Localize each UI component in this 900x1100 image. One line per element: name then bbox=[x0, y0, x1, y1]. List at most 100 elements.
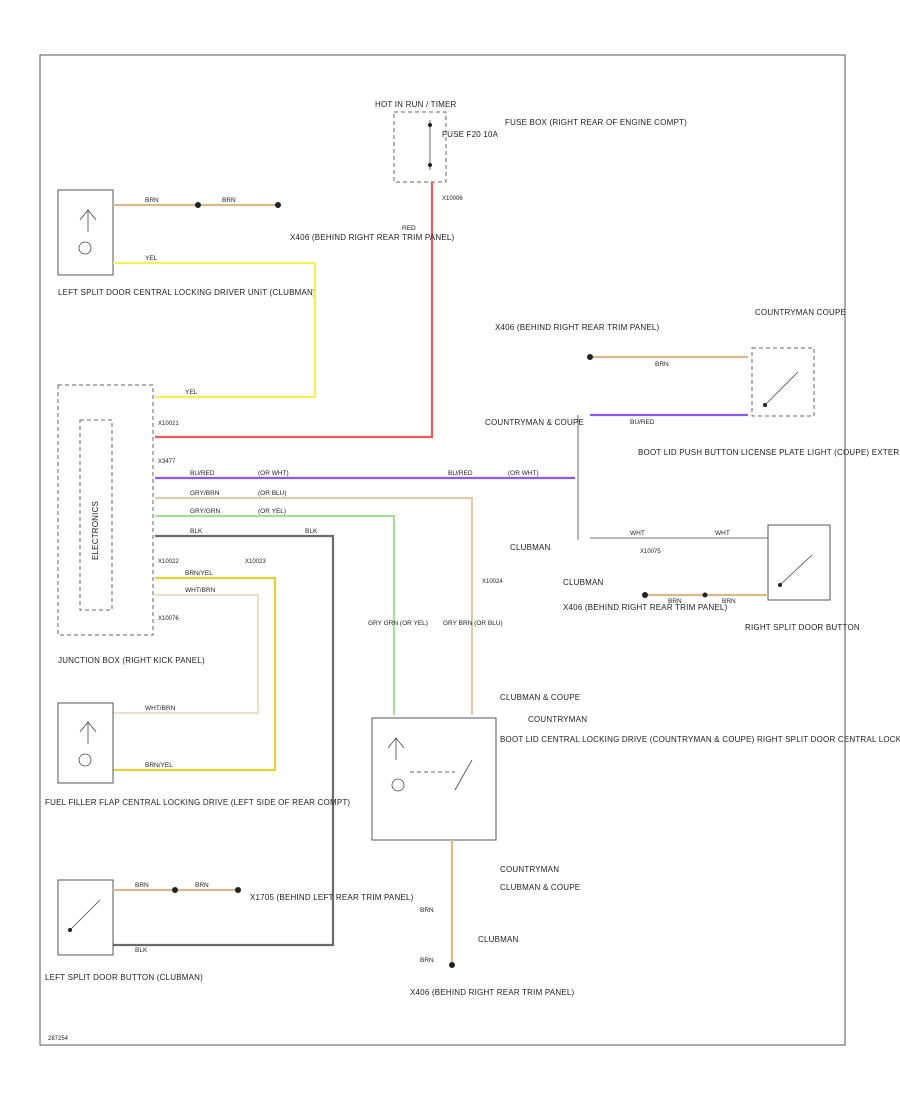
fuel-filler-drive-box bbox=[57, 702, 114, 784]
wire-label-yel-1: YEL bbox=[145, 255, 158, 262]
wire-label-brn-2: BRN bbox=[222, 197, 236, 204]
connector-x406-mid bbox=[587, 354, 593, 360]
wire-label-or-blu: (OR BLU) bbox=[258, 490, 287, 497]
wire-wht-brn bbox=[113, 593, 260, 715]
diagram-frame bbox=[39, 54, 846, 1046]
wire-label-bu-red-1: BU/RED bbox=[190, 470, 215, 477]
motor-ground-icon bbox=[78, 753, 92, 767]
switch-symbol-icon bbox=[454, 759, 473, 791]
switch-pivot-icon bbox=[778, 583, 782, 587]
wire-label-brn-8: BRN bbox=[420, 907, 434, 914]
wire-label-brn-yel-1: BRN/YEL bbox=[185, 570, 213, 577]
switch-symbol-icon bbox=[69, 899, 101, 931]
connector-x406-right-split bbox=[642, 592, 648, 598]
fuse-terminal-bottom bbox=[428, 163, 432, 167]
junction-box-label: JUNCTION BOX (RIGHT KICK PANEL) bbox=[58, 656, 205, 665]
variant-countryman-a: COUNTRYMAN bbox=[528, 715, 587, 724]
wire-label-brn-1: BRN bbox=[145, 197, 159, 204]
left-split-door-drive-box bbox=[57, 189, 114, 276]
wire-label-or-wht-2: (OR WHT) bbox=[508, 470, 539, 477]
splice-x10006: X10006 bbox=[442, 196, 463, 202]
motor-symbol-icon bbox=[79, 721, 97, 744]
wire-label-gry-brn: GRY/BRN bbox=[190, 490, 220, 497]
connector-pin bbox=[195, 202, 201, 208]
variant-clubman-mid: CLUBMAN bbox=[510, 543, 551, 552]
wire-label-gry-grn-vert: GRY GRN (OR YEL) bbox=[368, 620, 428, 627]
splice-x10076: X10076 bbox=[158, 616, 179, 622]
junction-box-electronics bbox=[79, 419, 113, 611]
motor-ground-icon bbox=[78, 241, 92, 255]
connector-x406-top bbox=[275, 202, 281, 208]
junction-box-inner-label: ELECTRONICS bbox=[91, 501, 100, 560]
wire-brn-yel bbox=[113, 576, 277, 772]
junction-box-outline bbox=[57, 384, 154, 636]
wire-gry-grn bbox=[155, 514, 396, 715]
right-split-door-button-box bbox=[767, 524, 831, 601]
splice-x3477: X3477 bbox=[158, 459, 176, 465]
wire-label-brn-5: BRN bbox=[655, 361, 669, 368]
splice-x10075: X10075 bbox=[640, 549, 661, 555]
splice-x10022: X10022 bbox=[158, 559, 179, 565]
boot-lid-push-button-label: BOOT LID PUSH BUTTON LICENSE PLATE LIGHT… bbox=[638, 448, 900, 457]
fuel-filler-drive-label: FUEL FILLER FLAP CENTRAL LOCKING DRIVE (… bbox=[45, 798, 350, 807]
wire-label-brn-4: BRN bbox=[195, 882, 209, 889]
left-split-door-drive-label: LEFT SPLIT DOOR CENTRAL LOCKING DRIVER U… bbox=[58, 288, 316, 297]
wire-label-brn-9: BRN bbox=[420, 957, 434, 964]
wire-label-brn-3: BRN bbox=[135, 882, 149, 889]
wire-blk bbox=[113, 534, 335, 947]
variant-clubman-bottom: CLUBMAN bbox=[478, 935, 519, 944]
wire-label-or-yel: (OR YEL) bbox=[258, 508, 286, 515]
fuse-box-location: FUSE BOX (RIGHT REAR OF ENGINE COMPT) bbox=[505, 118, 687, 127]
variant-clubman-coupe-b: CLUBMAN & COUPE bbox=[500, 883, 580, 892]
wire-label-brn-7: BRN bbox=[722, 598, 736, 605]
wire-red bbox=[155, 182, 434, 439]
switch-symbol-icon bbox=[764, 371, 799, 406]
left-split-door-button-label: LEFT SPLIT DOOR BUTTON (CLUBMAN) bbox=[45, 973, 203, 982]
wire-label-wht-2: WHT bbox=[715, 530, 730, 537]
wire-label-blk-3: BLK bbox=[135, 947, 148, 954]
motor-symbol-icon bbox=[79, 209, 97, 232]
wire-label-wht-brn-1: WHT/BRN bbox=[185, 587, 216, 594]
wire-gry-brn bbox=[155, 496, 474, 715]
variant-countryman-b: COUNTRYMAN bbox=[500, 865, 559, 874]
connector-pin bbox=[172, 887, 178, 893]
wire-label-wht-1: WHT bbox=[630, 530, 645, 537]
wire-label-or-wht-1: (OR WHT) bbox=[258, 470, 289, 477]
wire-label-brn-yel-2: BRN/YEL bbox=[145, 762, 173, 769]
variant-clubman-coupe-a: CLUBMAN & COUPE bbox=[500, 693, 580, 702]
wire-label-blk-2: BLK bbox=[305, 528, 318, 535]
wire-label-gry-brn-vert: GRY BRN (OR BLU) bbox=[443, 620, 503, 627]
wire-label-gry-grn: GRY/GRN bbox=[190, 508, 221, 515]
variant-clubman-right: CLUBMAN bbox=[563, 578, 604, 587]
fuse-box-header: HOT IN RUN / TIMER bbox=[375, 100, 457, 109]
switch-symbol-icon bbox=[779, 554, 813, 586]
wire-yel bbox=[113, 261, 317, 399]
wire-label-yel-2: YEL bbox=[185, 389, 198, 396]
fuse-terminal-top bbox=[428, 123, 432, 127]
x406-bottom-label: X406 (BEHIND RIGHT REAR TRIM PANEL) bbox=[410, 988, 575, 997]
wire-label-bu-red-3: BU/RED bbox=[630, 419, 655, 426]
switch-pivot-icon bbox=[68, 928, 72, 932]
wire-label-brn-6: BRN bbox=[668, 598, 682, 605]
boot-lid-push-button-box bbox=[751, 347, 815, 417]
motor-ground-icon bbox=[391, 778, 405, 792]
right-split-door-button-label: RIGHT SPLIT DOOR BUTTON bbox=[745, 623, 860, 632]
footer-code: 287254 bbox=[48, 1036, 69, 1042]
motor-symbol-icon bbox=[387, 737, 405, 760]
splice-x10024: X10024 bbox=[482, 579, 503, 585]
variant-countryman-coupe-top: COUNTRYMAN COUPE bbox=[755, 308, 846, 317]
splice-x10023: X10023 bbox=[245, 559, 266, 565]
connector-x406-bottom bbox=[449, 962, 455, 968]
variant-countryman-coupe-mid: COUNTRYMAN & COUPE bbox=[485, 418, 584, 427]
switch-pivot-icon bbox=[763, 403, 767, 407]
x406-right-split-label: X406 (BEHIND RIGHT REAR TRIM PANEL) bbox=[563, 603, 728, 612]
boot-lid-drive-label: BOOT LID CENTRAL LOCKING DRIVE (COUNTRYM… bbox=[500, 735, 900, 744]
wire-label-red: RED bbox=[402, 225, 416, 232]
wire-label-blk-1: BLK bbox=[190, 528, 203, 535]
boot-lid-drive-box bbox=[371, 717, 497, 841]
left-split-door-button-box bbox=[57, 879, 114, 956]
x406-top-label: X406 (BEHIND RIGHT REAR TRIM PANEL) bbox=[290, 233, 455, 242]
connector-x1705 bbox=[235, 887, 241, 893]
wire-label-wht-brn-2: WHT/BRN bbox=[145, 705, 176, 712]
